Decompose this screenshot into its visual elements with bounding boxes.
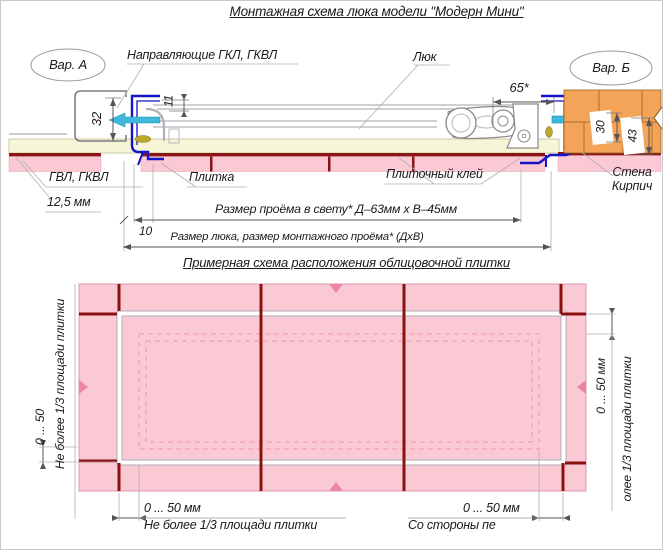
right-vertical-note: олее 1/3 площади плитки: [620, 356, 635, 502]
left-vertical-note: Не более 1/3 площади плитки: [53, 298, 68, 470]
dim-10-label: 10: [139, 224, 152, 238]
variant-a-label: Вар. А: [49, 56, 87, 72]
tile-scheme-subtitle: Примерная схема расположения облицовочно…: [183, 255, 510, 270]
bottom-left-dim: 0 ... 50 мм: [144, 501, 201, 515]
tile-layout-drawing: [39, 283, 615, 521]
tile-label: Плитка: [189, 170, 235, 184]
dim-32-label: 32: [88, 111, 104, 127]
bottom-right-note: Со стороны пе: [408, 518, 496, 532]
dim-65-label: 65*: [509, 79, 529, 95]
wall-label-line1: Стена: [612, 165, 652, 179]
variant-b-label: Вар. Б: [592, 59, 630, 75]
guides-label: Направляющие ГКЛ, ГКВЛ: [127, 48, 277, 62]
wall-label-line2: Кирпич: [611, 178, 653, 193]
tile-glue-label: Плиточный клей: [386, 167, 483, 181]
right-vertical-dim: 0 ... 50 мм: [594, 358, 609, 414]
bottom-right-dim: 0 ... 50 мм: [463, 501, 520, 515]
gvl-label: ГВЛ, ГКВЛ: [49, 170, 109, 184]
page-title: Монтажная схема люка модели "Модерн Мини…: [229, 4, 524, 19]
bottom-left-note: Не более 1/3 площади плитки: [144, 518, 318, 532]
clear-opening-dim-label: Размер проёма в свету* Д–63мм х В–45мм: [215, 202, 457, 216]
dim-30-label: 30: [593, 120, 608, 134]
hatch-label: Люк: [413, 50, 437, 64]
hatch-size-dim-label: Размер люка, размер монтажного проёма* (…: [170, 231, 424, 243]
wall-label: Стена Кирпич: [611, 165, 653, 194]
dim-11-label: 11: [161, 94, 176, 108]
dim-12-5-label: 12,5 мм: [47, 195, 91, 209]
left-vertical-dim: 0 ... 50: [33, 409, 48, 445]
cross-section-drawing: [8, 48, 662, 251]
dim-43-label: 43: [625, 129, 640, 143]
